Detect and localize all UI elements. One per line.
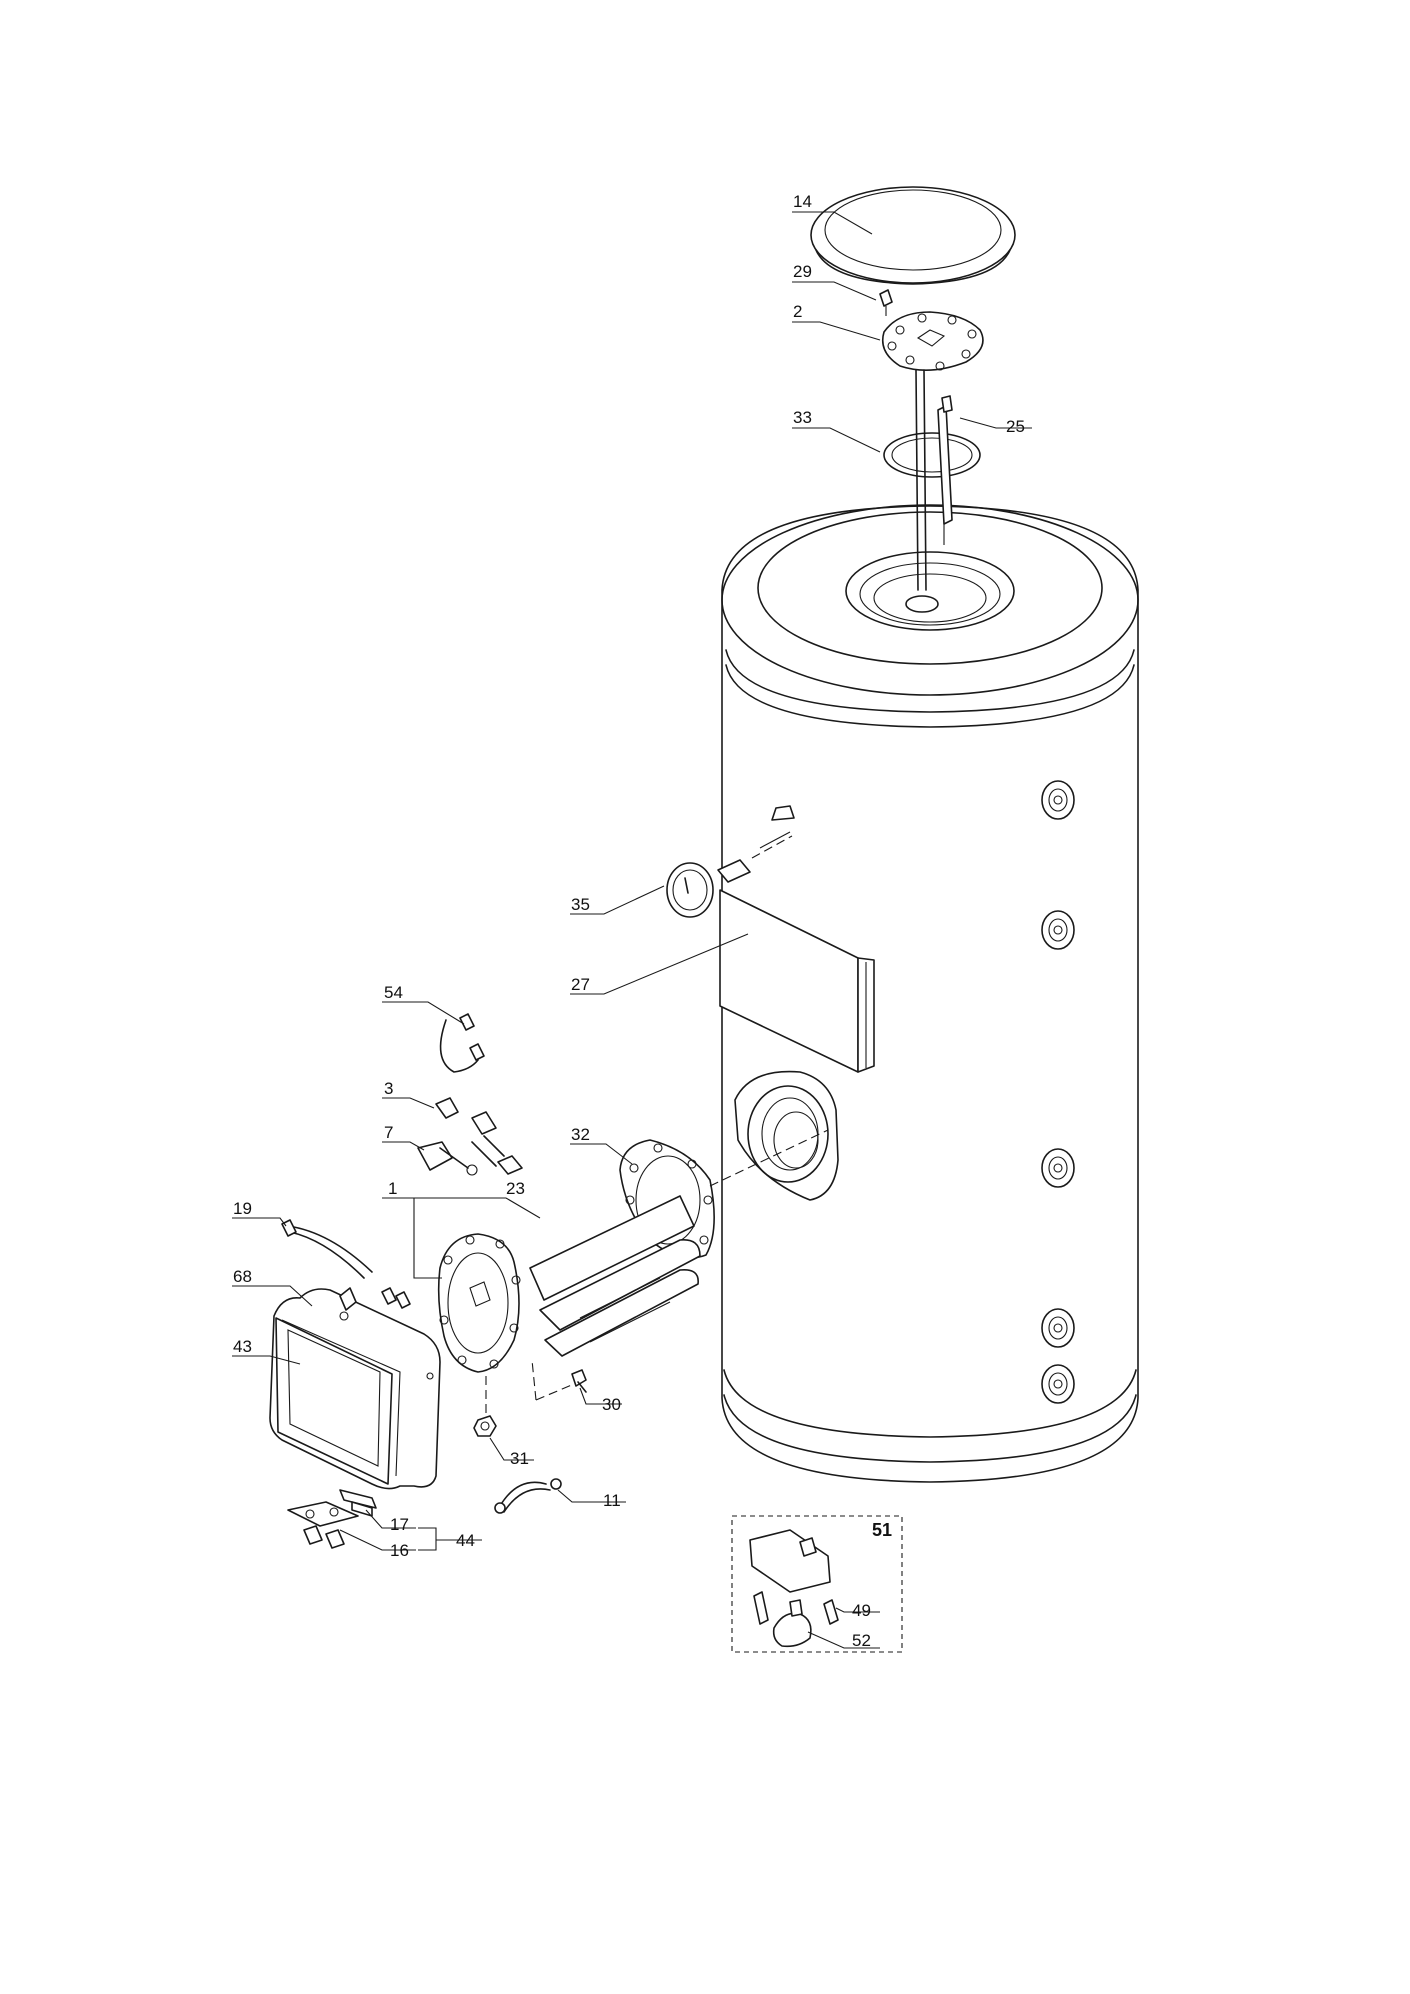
thermostat-7 bbox=[417, 1141, 478, 1176]
label-19: 19 bbox=[233, 1199, 252, 1218]
label-31: 31 bbox=[510, 1449, 529, 1468]
gasket-ring bbox=[883, 432, 981, 478]
label-11: 11 bbox=[603, 1491, 621, 1510]
tank-body bbox=[721, 504, 1139, 1483]
label-35: 35 bbox=[571, 895, 590, 914]
label-23: 23 bbox=[506, 1179, 525, 1198]
label-3: 3 bbox=[384, 1079, 393, 1098]
label-25: 25 bbox=[1006, 417, 1025, 436]
top-cover bbox=[810, 186, 1016, 285]
label-52: 52 bbox=[852, 1631, 871, 1650]
cable-11 bbox=[494, 1478, 562, 1514]
screw-30 bbox=[531, 1359, 587, 1401]
anode-rod bbox=[905, 369, 953, 613]
label-29: 29 bbox=[793, 262, 812, 281]
tank-flange-opening bbox=[734, 1070, 839, 1201]
part-labels: 14 29 2 33 25 35 27 54 3 7 32 1 23 19 68… bbox=[233, 192, 1025, 1650]
control-box bbox=[269, 1287, 441, 1490]
label-27: 27 bbox=[571, 975, 590, 994]
tank-connection-4 bbox=[1041, 1308, 1075, 1348]
label-49: 49 bbox=[852, 1601, 871, 1620]
label-14: 14 bbox=[793, 192, 812, 211]
label-7: 7 bbox=[384, 1123, 393, 1142]
label-54: 54 bbox=[384, 983, 403, 1002]
label-44: 44 bbox=[456, 1531, 475, 1550]
terminal-plate bbox=[287, 1501, 359, 1549]
top-flange bbox=[881, 311, 984, 371]
label-32: 32 bbox=[571, 1125, 590, 1144]
heating-element bbox=[529, 1195, 701, 1357]
label-51: 51 bbox=[872, 1520, 892, 1540]
heater-flange bbox=[437, 1233, 521, 1420]
label-43: 43 bbox=[233, 1337, 252, 1356]
label-16: 16 bbox=[390, 1541, 409, 1560]
tank-connection-5 bbox=[1041, 1364, 1075, 1404]
label-33: 33 bbox=[793, 408, 812, 427]
tank-connection-3 bbox=[1041, 1148, 1075, 1188]
leader-lines bbox=[232, 211, 1032, 1649]
thermometer bbox=[666, 835, 793, 918]
label-17: 17 bbox=[390, 1515, 409, 1534]
tank-connection-1 bbox=[1041, 780, 1075, 820]
tank-connection-2 bbox=[1041, 910, 1075, 950]
sensor-bracket bbox=[719, 805, 875, 1073]
label-1: 1 bbox=[388, 1179, 397, 1198]
thermostat-assembly bbox=[435, 1097, 523, 1175]
foot-kit-box bbox=[731, 1515, 903, 1653]
label-30: 30 bbox=[602, 1395, 621, 1414]
label-68: 68 bbox=[233, 1267, 252, 1286]
label-2: 2 bbox=[793, 302, 802, 321]
cable-19 bbox=[281, 1219, 411, 1309]
screw-29 bbox=[879, 289, 893, 316]
cable-54 bbox=[439, 1013, 485, 1073]
nut bbox=[473, 1415, 497, 1437]
